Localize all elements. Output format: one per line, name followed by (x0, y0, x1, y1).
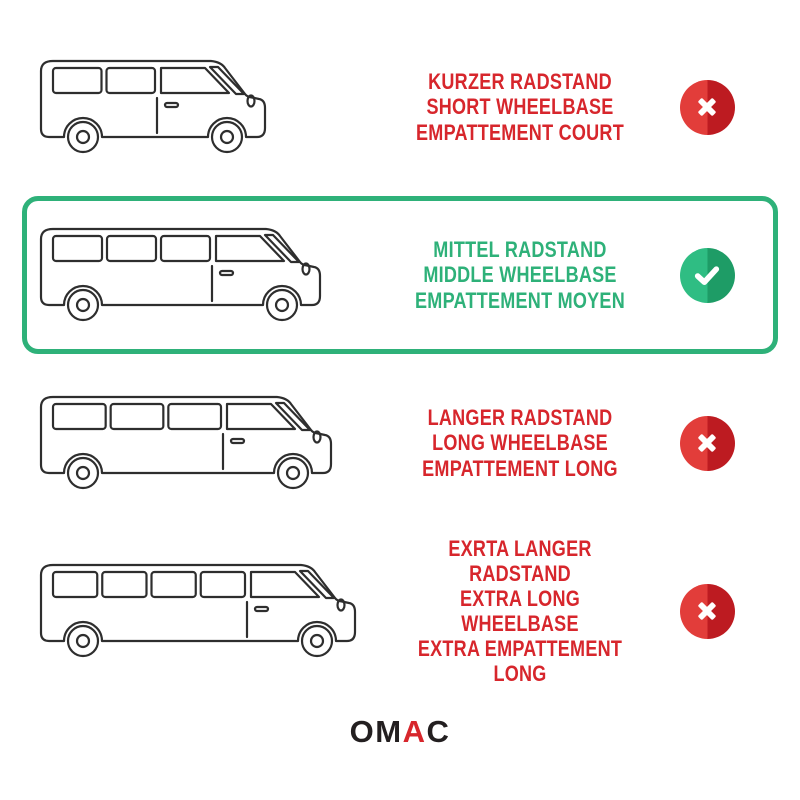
label-german: KURZER RADSTAND (428, 69, 612, 95)
extra-long-wheelbase-van-illustration (39, 563, 357, 658)
option-row-short-wheelbase: KURZER RADSTAND SHORT WHEELBASE EMPATTEM… (22, 28, 778, 186)
label-french: EMPATTEMENT LONG (422, 455, 618, 481)
van-column (33, 51, 385, 163)
reject-x-icon (679, 415, 735, 471)
extra-long-wheelbase-labels: EXRTA LANGER RADSTAND EXTRA LONG WHEELBA… (409, 536, 630, 686)
label-french: EXTRA EMPATTEMENT LONG (417, 636, 623, 687)
van-column (33, 387, 385, 499)
middle-wheelbase-labels: MITTEL RADSTAND MIDDLE WHEELBASE EMPATTE… (409, 237, 630, 312)
middle-wheelbase-van-illustration (39, 227, 322, 322)
option-row-extra-long-wheelbase: EXRTA LANGER RADSTAND EXTRA LONG WHEELBA… (22, 532, 778, 690)
label-english: LONG WHEELBASE (432, 430, 608, 456)
option-rows: KURZER RADSTAND SHORT WHEELBASE EMPATTEM… (22, 28, 778, 690)
option-row-long-wheelbase: LANGER RADSTAND LONG WHEELBASE EMPATTEME… (22, 364, 778, 522)
short-wheelbase-labels: KURZER RADSTAND SHORT WHEELBASE EMPATTEM… (409, 69, 630, 144)
label-french: EMPATTEMENT MOYEN (415, 287, 625, 313)
label-french: EMPATTEMENT COURT (416, 119, 624, 145)
reject-x-icon (679, 583, 735, 639)
label-english: EXTRA LONG WHEELBASE (459, 585, 581, 636)
omac-logo: OMAC (0, 714, 800, 750)
label-english: SHORT WHEELBASE (426, 94, 614, 120)
approve-check-icon (679, 247, 735, 303)
van-column (33, 219, 385, 331)
label-german: LANGER RADSTAND (427, 405, 613, 431)
logo-accent-letter: A (402, 714, 427, 749)
label-english: MIDDLE WHEELBASE (423, 262, 617, 288)
label-german: MITTEL RADSTAND (433, 237, 607, 263)
short-wheelbase-van-illustration (39, 59, 267, 154)
van-column (33, 555, 385, 667)
long-wheelbase-labels: LANGER RADSTAND LONG WHEELBASE EMPATTEME… (409, 405, 630, 480)
status-column (655, 247, 759, 303)
label-german: EXRTA LANGER RADSTAND (448, 535, 592, 586)
status-column (655, 415, 759, 471)
long-wheelbase-van-illustration (39, 395, 333, 490)
reject-x-icon (679, 79, 735, 135)
logo-suffix: C (426, 714, 451, 749)
status-column (655, 583, 759, 639)
option-row-middle-wheelbase-selected: MITTEL RADSTAND MIDDLE WHEELBASE EMPATTE… (22, 196, 778, 354)
logo-prefix: OM (349, 714, 403, 749)
status-column (655, 79, 759, 135)
